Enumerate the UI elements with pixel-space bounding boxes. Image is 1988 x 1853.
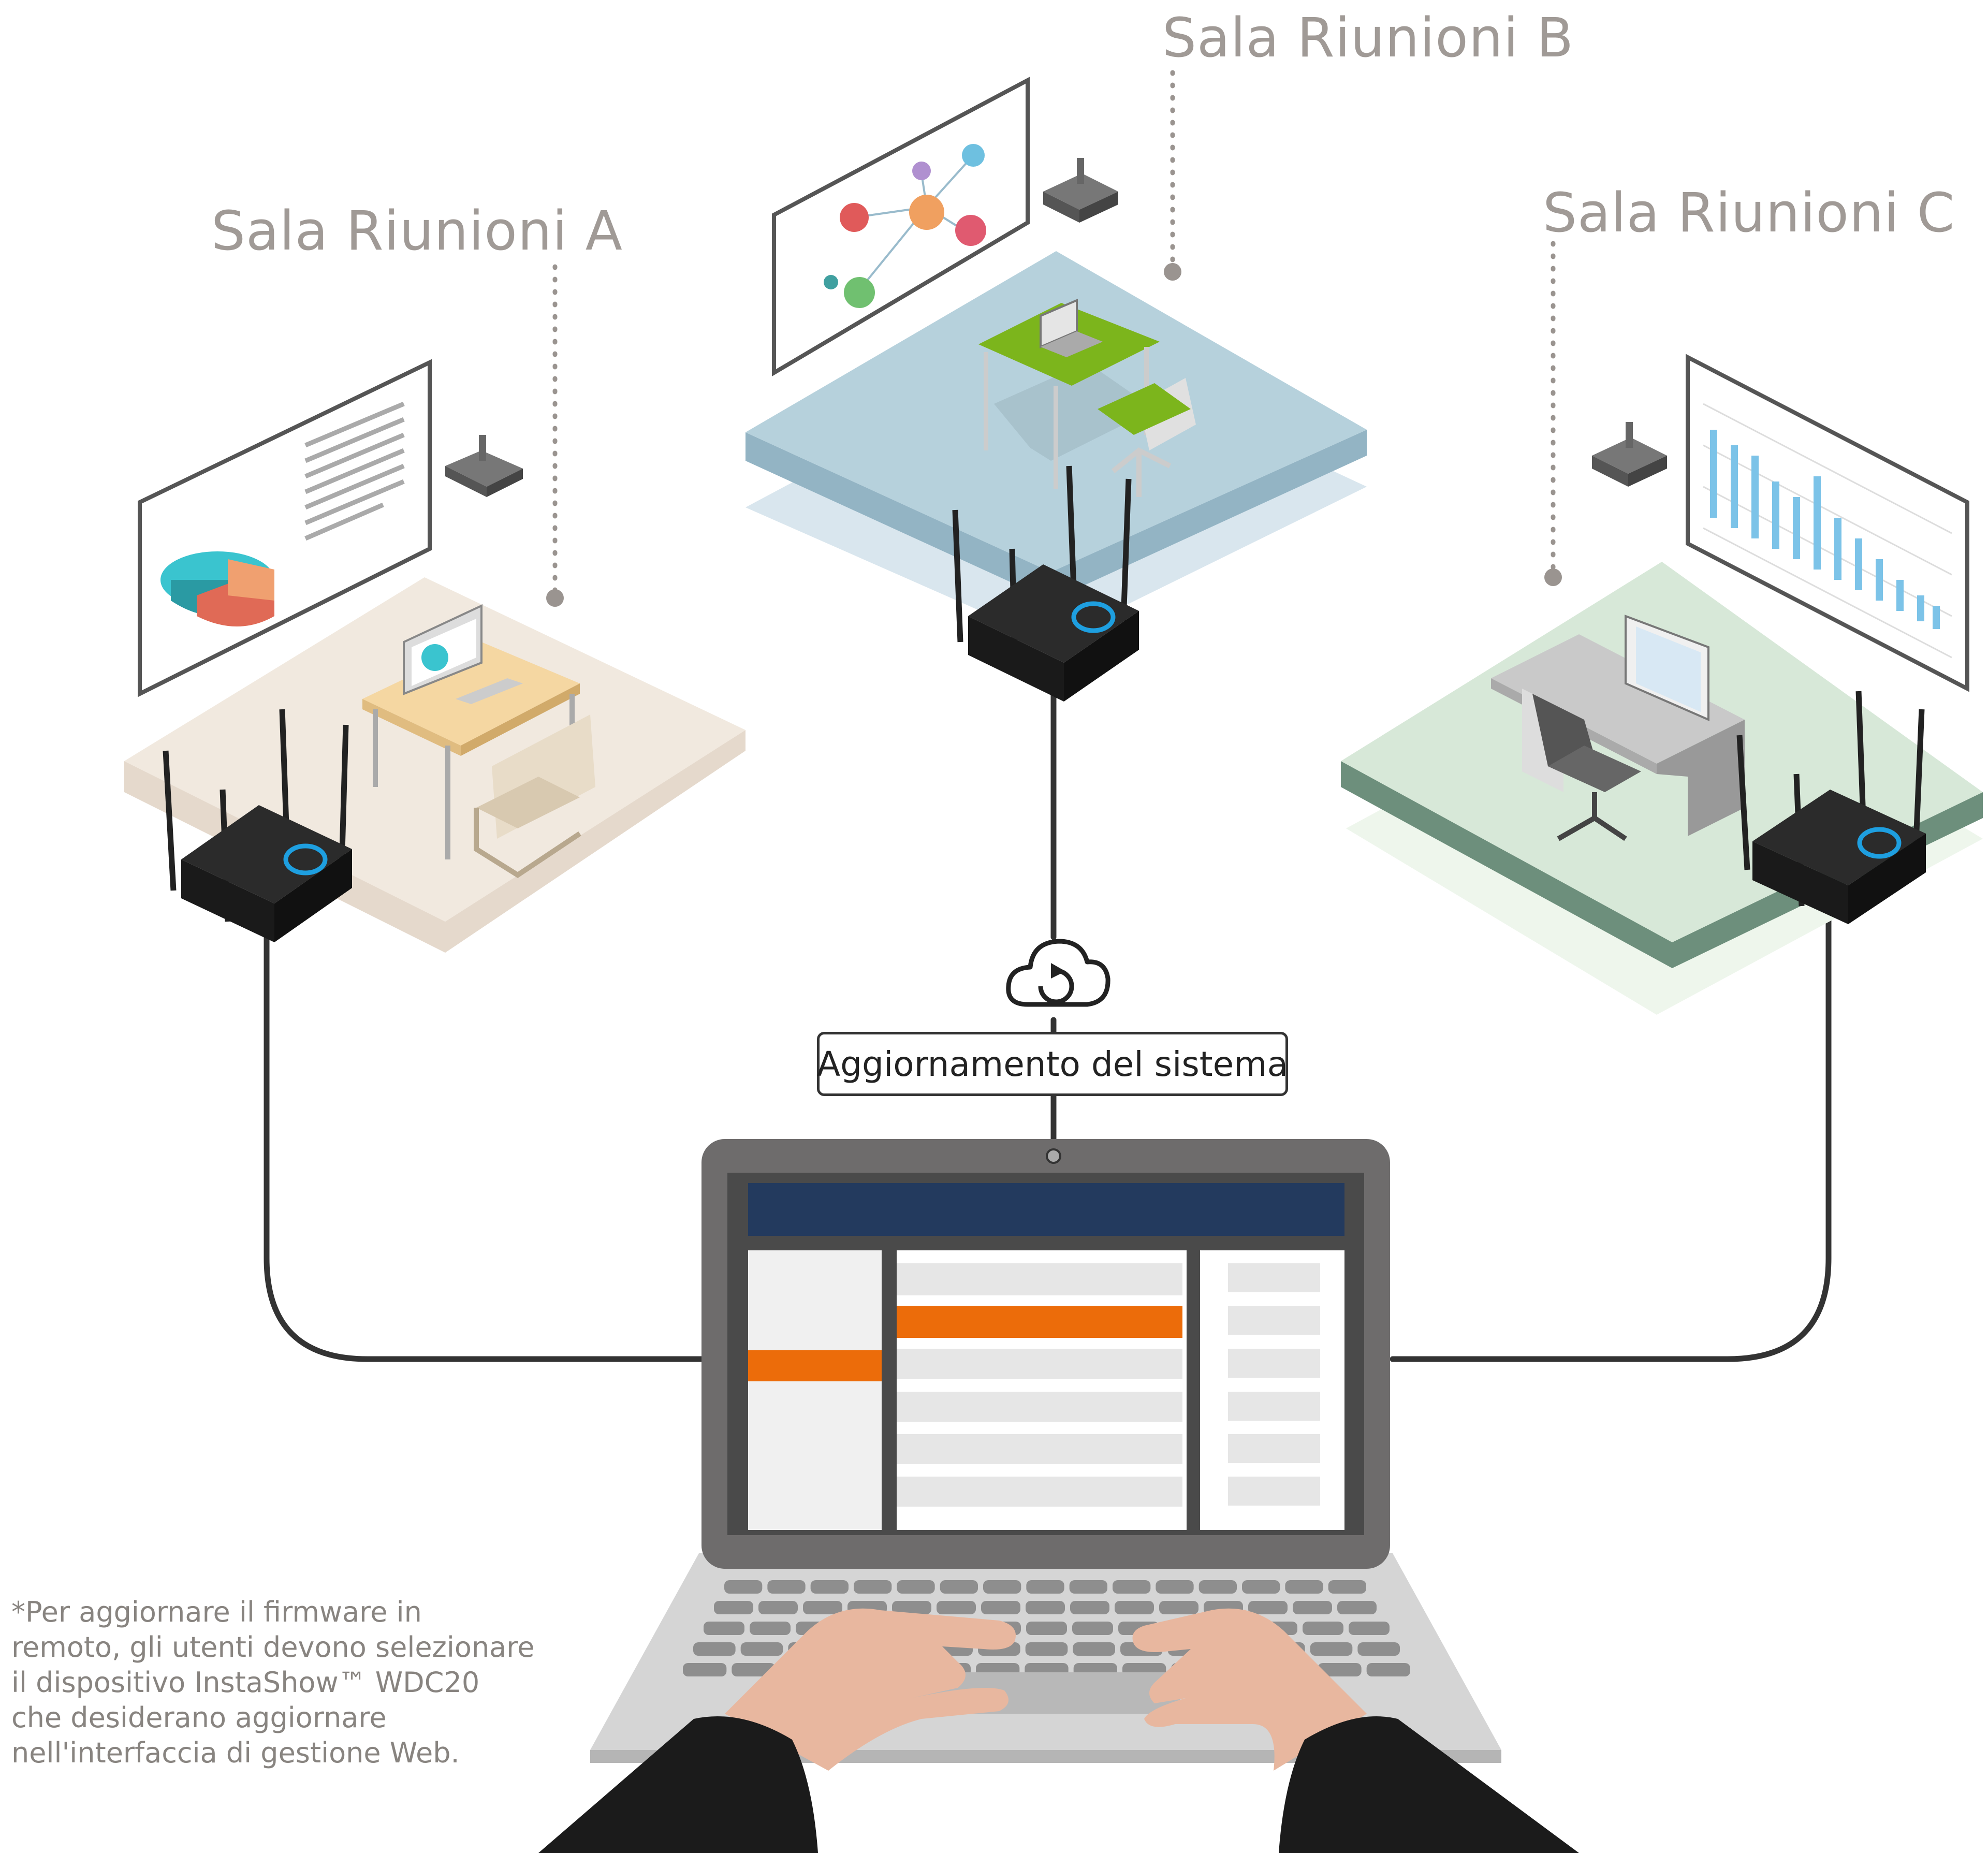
- laptop-webcam: [1046, 1148, 1061, 1164]
- keyboard-key: [1026, 1601, 1065, 1614]
- room-b: [746, 77, 1367, 702]
- room-a-desk: [362, 604, 595, 878]
- keyboard-key: [1242, 1580, 1280, 1594]
- keyboard-key: [724, 1580, 763, 1594]
- keyboard-key: [937, 1601, 976, 1614]
- label-leaders: [552, 70, 1556, 598]
- web-ui-sidebar: [748, 1250, 882, 1530]
- keyboard-key: [854, 1580, 892, 1594]
- room-c-label: Sala Riunioni C: [1543, 181, 1955, 244]
- room-c-whiteboard: [1686, 354, 1969, 692]
- device-a: [163, 709, 352, 942]
- keyboard-key: [897, 1580, 935, 1594]
- keyboard-key: [1070, 1601, 1109, 1614]
- footnote-line: *Per aggiornare il firmware in: [11, 1596, 422, 1628]
- left-hand: [725, 1608, 1016, 1771]
- web-management-ui: [748, 1183, 1344, 1530]
- keyboard-key: [758, 1601, 798, 1614]
- keyboard-key: [683, 1663, 727, 1676]
- footnote-line: nell'interfaccia di gestione Web.: [11, 1737, 460, 1769]
- leader-dot-b: [1164, 263, 1181, 281]
- keyboard-key: [940, 1580, 978, 1594]
- leader-dot-c: [1544, 568, 1562, 586]
- system-update-label: Aggiornamento del sistema: [817, 1032, 1288, 1096]
- keyboard-key: [767, 1580, 806, 1594]
- cable-room-a: [264, 924, 707, 1362]
- keyboard-key: [1366, 1663, 1410, 1676]
- cable-room-c: [1390, 898, 1832, 1362]
- keyboard-key: [714, 1601, 753, 1614]
- left-sleeve: [538, 1716, 818, 1853]
- keyboard-key: [1357, 1642, 1400, 1656]
- web-ui-list-selected-row: [897, 1306, 1182, 1338]
- keyboard-key: [1069, 1580, 1107, 1594]
- keyboard-key: [1026, 1622, 1067, 1635]
- user-hands: [538, 1608, 1579, 1853]
- right-sleeve: [1279, 1716, 1579, 1853]
- laptop: [590, 1139, 1501, 1763]
- room-a-label: Sala Riunioni A: [211, 199, 623, 262]
- keyboard-key: [1113, 1580, 1151, 1594]
- cables: [264, 680, 1832, 1362]
- keyboard-key: [1156, 1580, 1194, 1594]
- leader-dot-a: [546, 589, 564, 607]
- device-c: [1736, 691, 1926, 924]
- keyboard-key: [803, 1601, 842, 1614]
- footnote-line: che desiderano aggiornare: [11, 1701, 387, 1734]
- keyboard-key: [1337, 1601, 1377, 1614]
- room-b-desk: [978, 298, 1196, 497]
- room-b-whiteboard: [772, 77, 1030, 377]
- room-c-desk: [1491, 615, 1745, 841]
- keyboard-key: [1025, 1642, 1068, 1656]
- keyboard-key: [1328, 1580, 1366, 1594]
- keyboard-key: [983, 1580, 1021, 1594]
- keyboard-key: [1198, 1580, 1237, 1594]
- keyboard-key: [704, 1622, 744, 1635]
- web-ui-sidebar-selected: [748, 1350, 882, 1381]
- keyboard-key: [1073, 1642, 1115, 1656]
- keyboard-key: [693, 1642, 736, 1656]
- right-hand: [1132, 1608, 1367, 1771]
- keyboard-key: [1072, 1622, 1113, 1635]
- device-b: [952, 465, 1139, 702]
- keyboard-key: [892, 1601, 931, 1614]
- room-c-projector: [1592, 422, 1667, 487]
- keyboard-key: [732, 1663, 776, 1676]
- keyboard-key: [1293, 1601, 1332, 1614]
- web-ui-header: [748, 1183, 1344, 1236]
- room-b-label: Sala Riunioni B: [1162, 6, 1574, 69]
- room-b-projector: [1043, 158, 1118, 223]
- footnote-line: remoto, gli utenti devono selezionare: [11, 1631, 535, 1664]
- keyboard-key: [1248, 1601, 1288, 1614]
- footnote: *Per aggiornare il firmware in remoto, g…: [11, 1595, 633, 1771]
- cloud-update-icon: [1006, 939, 1110, 1007]
- footnote-line: il dispositivo InstaShow™ WDC20: [11, 1666, 480, 1699]
- keyboard-key: [1026, 1580, 1064, 1594]
- room-c: [1341, 354, 1983, 1015]
- keyboard-key: [810, 1580, 849, 1594]
- keyboard-key: [981, 1601, 1020, 1614]
- keyboard-key: [1303, 1622, 1343, 1635]
- keyboard-key: [740, 1642, 783, 1656]
- keyboard-key: [750, 1622, 791, 1635]
- keyboard-key: [1349, 1622, 1390, 1635]
- keyboard-key: [1285, 1580, 1323, 1594]
- keyboard-key: [1318, 1663, 1362, 1676]
- keyboard-key: [1159, 1601, 1198, 1614]
- room-a: [124, 359, 746, 953]
- keyboard-key: [1310, 1642, 1353, 1656]
- keyboard-key: [1115, 1601, 1154, 1614]
- room-a-projector: [445, 435, 523, 497]
- room-b-floor-side: [746, 430, 1367, 601]
- room-a-whiteboard: [138, 359, 432, 697]
